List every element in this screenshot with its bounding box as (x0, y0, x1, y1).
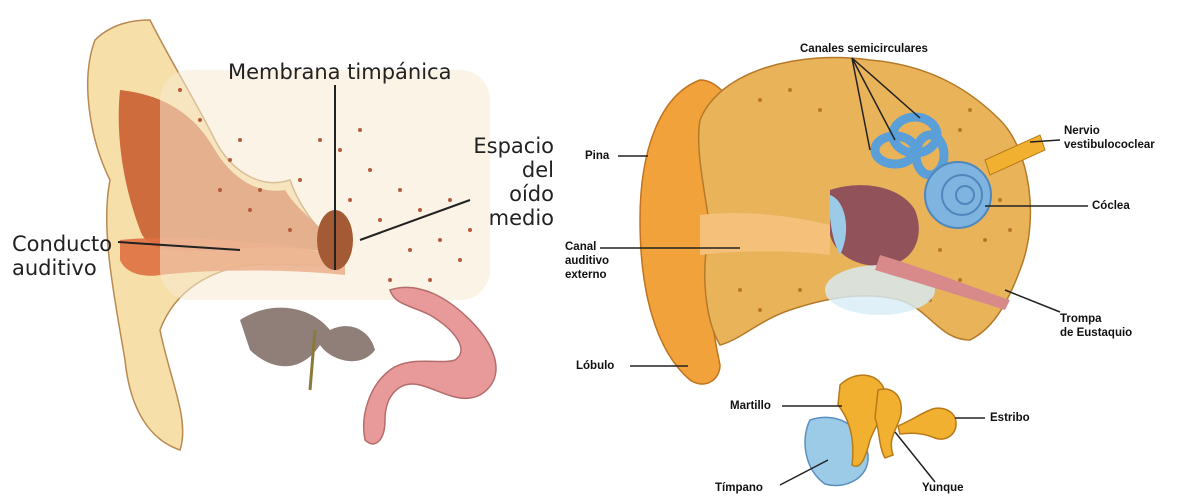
label-cochlea: Cóclea (1092, 199, 1130, 213)
label-external-canal: Canal auditivo externo (565, 240, 609, 282)
label-lobule: Lóbulo (576, 359, 614, 373)
label-malleus: Martillo (730, 399, 771, 413)
label-vestibulocochlear-nerve: Nervio vestibulococlear (1064, 124, 1155, 152)
label-tympanic-membrane: Membrana timpánica (228, 60, 451, 84)
label-incus: Yunque (922, 481, 964, 495)
label-semicircular-canals: Canales semicirculares (800, 42, 928, 56)
left-grey-tissue (240, 308, 375, 367)
label-eardrum: Tímpano (715, 481, 763, 495)
label-middle-ear-space: Espacio del oído medio (470, 134, 554, 230)
incus-shape (875, 389, 901, 458)
left-pink-tube (364, 287, 496, 444)
label-pinna: Pina (585, 149, 609, 163)
left-ear-cross-section (88, 20, 496, 450)
stapes-shape (898, 408, 956, 439)
label-stapes: Estribo (990, 411, 1030, 425)
ossicles-illustration (780, 375, 985, 485)
cochlea-shape (925, 162, 991, 228)
label-auditory-canal: Conducto auditivo (12, 232, 112, 280)
right-ear-cross-section (600, 58, 1088, 385)
label-eustachian-tube: Trompa de Eustaquio (1060, 312, 1132, 340)
